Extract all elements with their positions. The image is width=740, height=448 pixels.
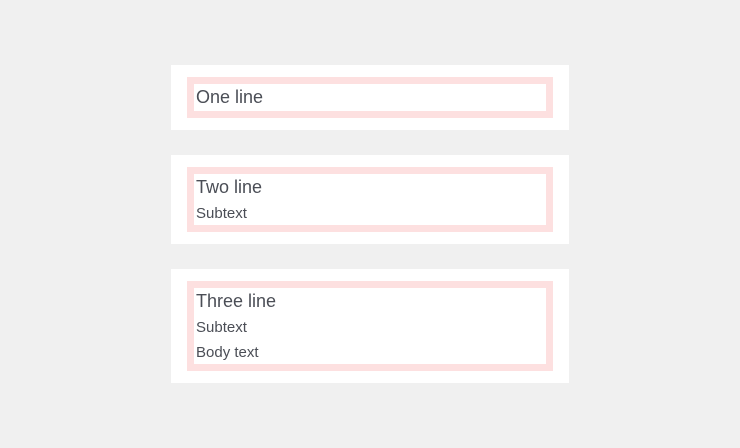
item-title: Two line [196, 177, 263, 197]
padding-highlight: Two line Subtext [187, 167, 553, 232]
item-title: One line [196, 87, 264, 107]
item-body-text: Body text [196, 344, 259, 361]
item-subtext: Subtext [196, 319, 247, 336]
list-item-three-line[interactable]: Three line Subtext Body text [171, 269, 569, 383]
padding-highlight: Three line Subtext Body text [187, 281, 553, 371]
item-title: Three line [196, 291, 277, 311]
list-item-one-line[interactable]: One line [171, 65, 569, 130]
item-subtext: Subtext [196, 205, 247, 222]
padding-highlight: One line [187, 77, 553, 118]
list-item-two-line[interactable]: Two line Subtext [171, 155, 569, 244]
